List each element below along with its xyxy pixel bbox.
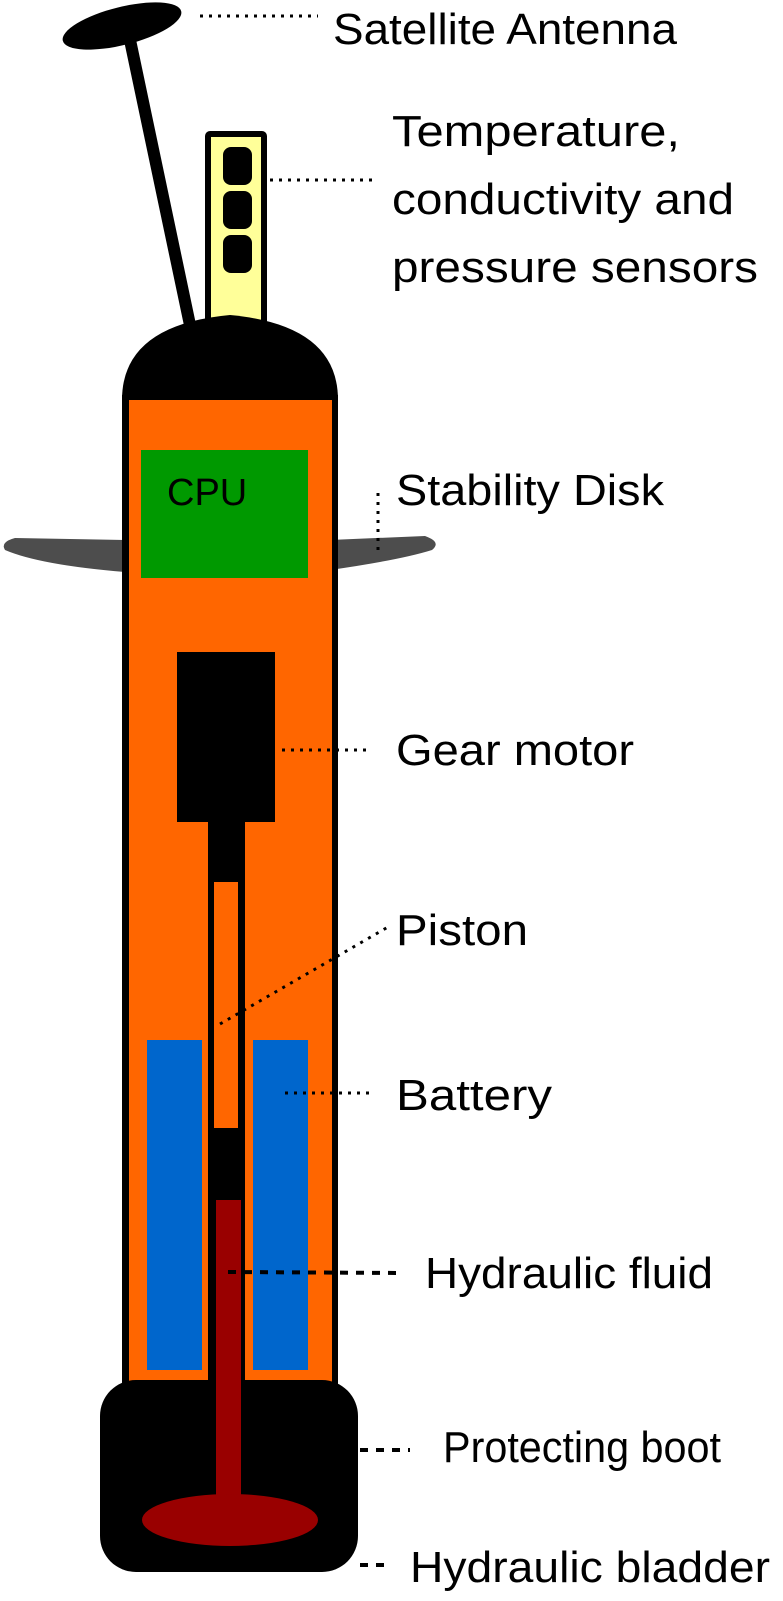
antenna-mast (124, 38, 196, 327)
hydraulic-bladder (142, 1494, 318, 1546)
battery-right (253, 1040, 308, 1370)
label-hydraulic-bladder: Hydraulic bladder (410, 1543, 770, 1592)
label-hydraulic-fluid: Hydraulic fluid (425, 1249, 713, 1298)
stability-disk-left (3, 538, 125, 572)
sensor-cell (223, 235, 252, 273)
gear-motor (177, 652, 275, 822)
cpu-block (141, 450, 308, 578)
label-sensors-line1: Temperature, (392, 107, 680, 156)
label-protecting-boot: Protecting boot (443, 1423, 721, 1472)
label-satellite-antenna: Satellite Antenna (333, 5, 678, 54)
sensor-cell (223, 147, 252, 185)
label-battery: Battery (396, 1071, 552, 1120)
label-sensors-line3: pressure sensors (392, 243, 758, 292)
label-sensors-line2: conductivity and (392, 175, 734, 224)
antenna-dish (62, 2, 182, 50)
label-piston: Piston (396, 906, 528, 955)
hydraulic-fluid (216, 1200, 241, 1510)
dome-cap (122, 315, 338, 400)
leader-fluid (227, 1270, 401, 1275)
label-stability-disk: Stability Disk (396, 466, 665, 515)
cpu-label: CPU (167, 472, 247, 514)
label-gear-motor: Gear motor (396, 726, 634, 775)
sensor-cell (223, 191, 252, 229)
piston (214, 882, 238, 1128)
battery-left (147, 1040, 202, 1370)
stability-disk-right (330, 536, 436, 570)
